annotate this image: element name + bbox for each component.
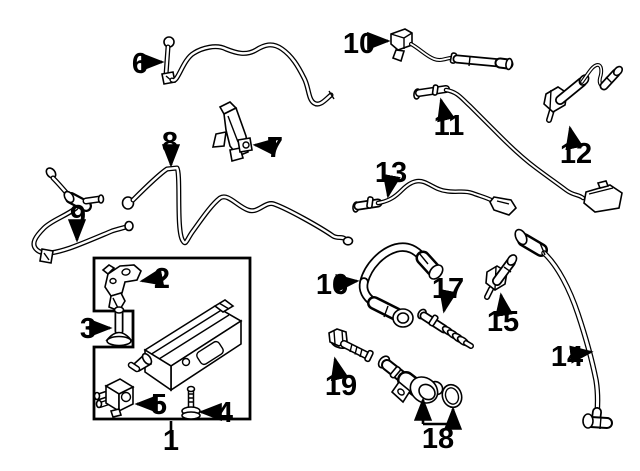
callout-10[interactable]: 10 — [343, 28, 391, 60]
part-12-oxygen-sensor — [543, 63, 624, 123]
part-10-sensor — [390, 28, 514, 71]
callout-1-label: 1 — [163, 425, 179, 457]
callout-9-label: 9 — [70, 200, 86, 232]
part-3-grommet — [105, 306, 133, 347]
callout-9[interactable]: 9 — [67, 200, 87, 243]
part-1-kit-box — [92, 256, 252, 421]
callout-8-label: 8 — [162, 127, 178, 159]
callout-18[interactable]: 18 — [413, 397, 463, 455]
callout-4[interactable]: 4 — [198, 397, 233, 429]
callout-6-label: 6 — [132, 48, 148, 80]
callout-3[interactable]: 3 — [80, 313, 113, 345]
part-7-bracket — [211, 101, 253, 163]
callout-11-label: 11 — [434, 110, 465, 142]
callout-15-label: 15 — [487, 306, 519, 338]
callout-14[interactable]: 14 — [551, 341, 594, 373]
callout-17-label: 17 — [432, 273, 464, 305]
callout-12-label: 12 — [560, 138, 592, 170]
part-8-vapor-tube — [121, 165, 354, 246]
callout-19[interactable]: 19 — [325, 356, 357, 402]
part-18-injector-and-oring — [377, 355, 463, 409]
part-15-sensor — [484, 254, 518, 300]
part-14-vent-hose — [514, 228, 613, 430]
part-5-purge-valve — [93, 378, 135, 418]
part-16-elbow-hose — [358, 242, 444, 328]
part-2-bracket — [101, 264, 142, 312]
callout-19-label: 19 — [325, 370, 357, 402]
callout-4-label: 4 — [217, 397, 233, 429]
callout-7[interactable]: 7 — [252, 132, 283, 164]
callout-11[interactable]: 11 — [434, 97, 465, 142]
part-9-vapor-tube — [31, 167, 134, 264]
callout-16[interactable]: 16 — [316, 269, 360, 301]
callout-7-label: 7 — [267, 132, 283, 164]
callout-15[interactable]: 15 — [487, 292, 519, 338]
callout-10-label: 10 — [343, 28, 375, 60]
callout-6[interactable]: 6 — [132, 48, 165, 80]
callout-2[interactable]: 2 — [139, 263, 170, 295]
callout-8[interactable]: 8 — [161, 127, 181, 168]
callout-17[interactable]: 17 — [432, 273, 464, 314]
callout-12[interactable]: 12 — [560, 125, 592, 170]
callout-16-label: 16 — [316, 269, 348, 301]
callout-5[interactable]: 5 — [134, 389, 167, 421]
callout-2-label: 2 — [154, 263, 170, 295]
callout-13[interactable]: 13 — [375, 157, 407, 199]
part-11-oxygen-sensor — [413, 84, 623, 213]
callout-18-label: 18 — [422, 423, 454, 455]
callout-5-label: 5 — [151, 389, 167, 421]
part-6-vapor-tube — [161, 36, 335, 107]
part-17-connector — [417, 308, 474, 349]
part-19-bolt — [328, 328, 374, 363]
part-1-vapor-canister — [127, 299, 243, 392]
part-4-screw — [181, 385, 201, 420]
callout-3-label: 3 — [80, 313, 96, 345]
callout-13-label: 13 — [375, 157, 407, 189]
callout-14-label: 14 — [551, 341, 583, 373]
callout-1[interactable]: 1 — [163, 421, 179, 457]
